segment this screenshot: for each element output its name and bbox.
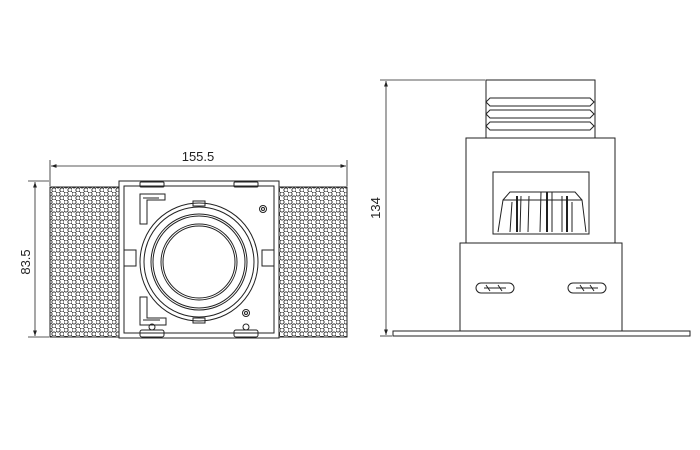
front-width-dimension [49,160,348,186]
bracket-top-left [139,193,166,225]
side-view [392,79,691,337]
central-housing [118,180,280,339]
front-width-label: 155.5 [182,149,215,164]
housing-body [465,137,616,244]
left-perforated-flange [49,186,121,338]
mounting-bracket [392,242,691,337]
front-view [49,180,348,339]
bracket-bottom-left [139,296,167,326]
right-perforated-flange [278,186,348,338]
lens-assembly [139,200,259,324]
front-height-label: 83.5 [18,249,33,274]
front-height-dimension [28,180,49,338]
heat-sink-top [485,79,596,139]
side-height-label: 134 [368,197,383,219]
side-height-dimension [380,79,485,337]
